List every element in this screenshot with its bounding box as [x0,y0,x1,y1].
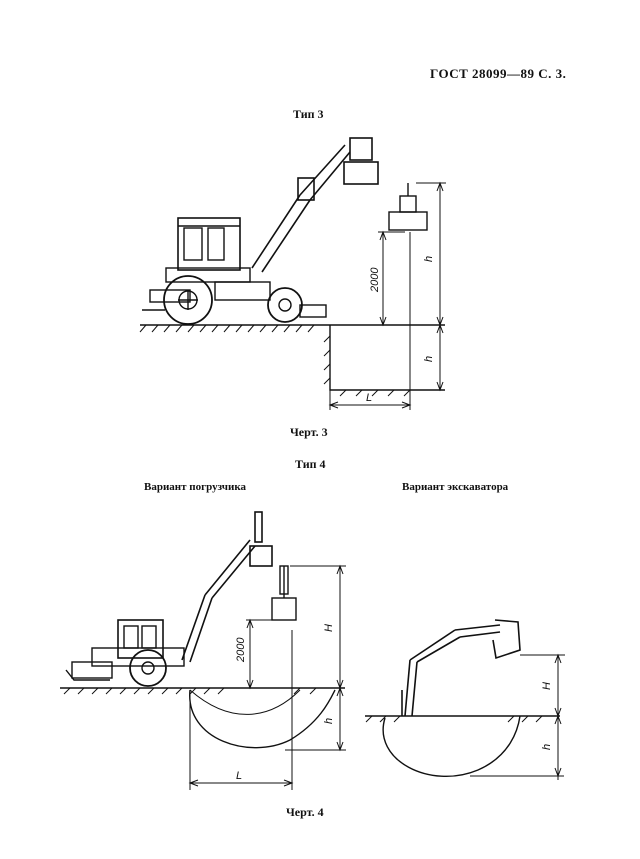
excavator-boom [401,619,521,717]
pit-outline [189,689,336,749]
dim-L [328,232,412,410]
dim-text-h-lower: h [423,356,435,362]
upper-bucket [343,161,379,185]
ground-hatching [139,324,411,397]
figure3-caption: Черт. 3 [290,425,328,439]
dim-h-upper [416,181,446,327]
ground-hatching [63,687,317,695]
dim-text-h-upper: h [423,256,435,262]
lower-grab [388,183,428,231]
dim-text-2000: 2000 [235,637,247,663]
boom-upper [251,137,379,273]
dim-text-H: H [323,624,335,632]
dim-text-ex-H: H [541,682,553,690]
dim-text-2000: 2000 [369,267,381,293]
ground-hatching [365,715,543,723]
standard-header: ГОСТ 28099—89 С. 3. [430,66,567,81]
excavator-variant-label: Вариант экскаватора [402,481,509,493]
dim-2000 [246,618,290,690]
dim-ex-H [520,653,565,718]
figure4-excavator-drawing [365,619,565,780]
boom [181,511,273,663]
dim-text-L: L [236,770,242,782]
excavator-bucket [492,619,521,660]
dim-2000 [378,230,405,327]
tractor [65,619,185,687]
tractor [142,217,327,325]
dim-ex-h [470,714,564,780]
rear-wheel [129,649,167,687]
figure4-caption: Черт. 4 [286,805,324,819]
dim-H [290,564,346,690]
figure4-type-label: Тип 4 [295,457,326,471]
figure3-drawing [139,137,446,410]
upper-bucket [249,545,273,567]
lower-grab [271,565,297,621]
upper-grab-head [349,137,373,161]
dim-text-ex-h: h [541,744,553,750]
dim-L [188,630,294,790]
dim-h [285,686,346,752]
front-blade [71,661,113,679]
pit-outline [382,715,521,778]
loader-variant-label: Вариант погрузчика [144,481,247,493]
dim-text-L: L [366,392,372,404]
figure4-loader-drawing [60,511,346,790]
dim-text-h: h [323,718,335,724]
dim-h-lower [436,323,444,392]
front-wheel [267,287,303,323]
rear-wheel [163,275,213,325]
figure3-type-label: Тип 3 [293,107,324,121]
